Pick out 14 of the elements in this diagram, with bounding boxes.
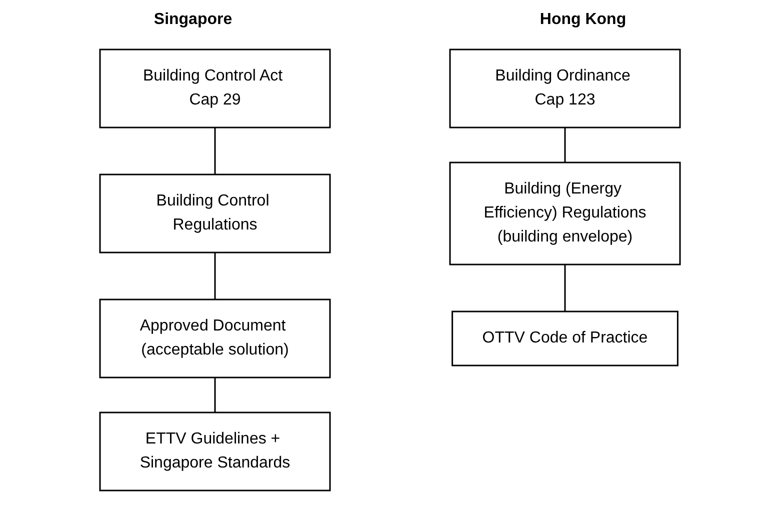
node-box: Approved Document (acceptable solution) [99,298,331,378]
connector [214,252,216,300]
connector [214,378,216,412]
node-box: Building Control Regulations [99,174,331,254]
node-box: Building Control Act Cap 29 [99,48,331,128]
node-box: Building Ordinance Cap 123 [449,48,681,128]
connector [564,264,566,312]
column-heading: Singapore [154,11,232,29]
column-heading: Hong Kong [540,11,626,29]
connector [564,128,566,162]
connector [214,128,216,174]
node-box: ETTV Guidelines + Singapore Standards [99,412,331,492]
node-box: Building (Energy Efficiency) Regulations (building envelope) [449,162,681,266]
node-box: OTTV Code of Practice [452,310,678,366]
